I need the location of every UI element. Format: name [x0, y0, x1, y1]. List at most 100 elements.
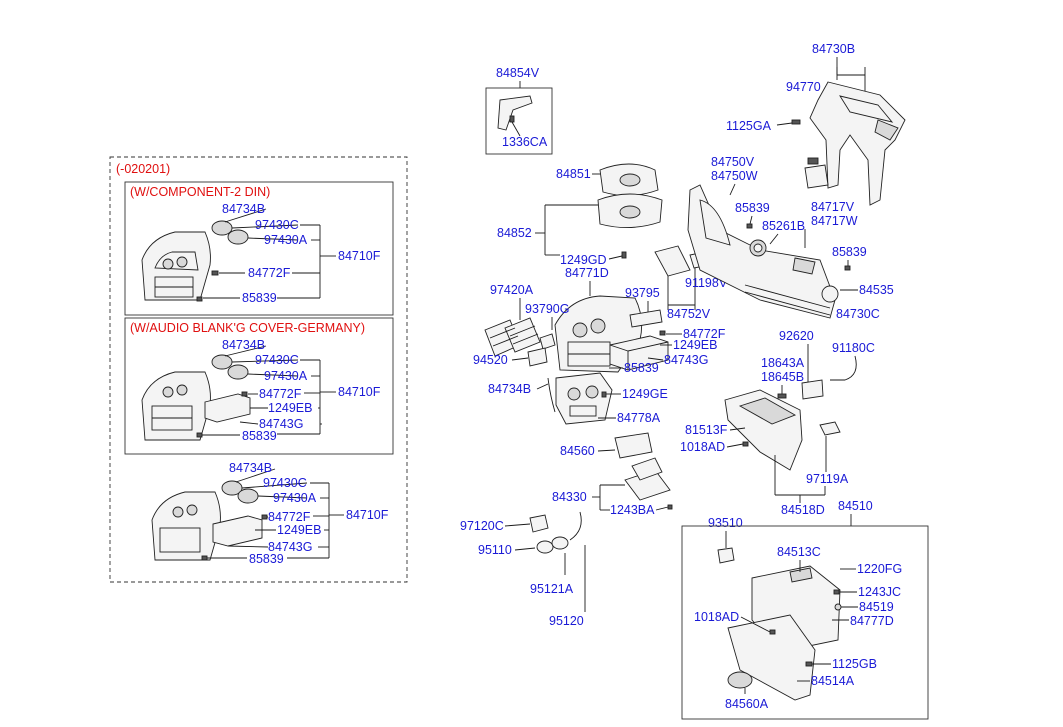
- cover-84752V-drawing: [654, 245, 691, 277]
- label-84510: 84510: [838, 499, 873, 513]
- label-84518D: 84518D: [781, 503, 825, 517]
- label-97420A: 97420A: [490, 283, 534, 297]
- label-84743G-b: 84743G: [259, 417, 303, 431]
- label-84717V: 84717V: [811, 200, 855, 214]
- label-84717W: 84717W: [811, 214, 858, 228]
- label-84710F-c: 84710F: [346, 508, 389, 522]
- label-84734B-main: 84734B: [488, 382, 531, 396]
- crash-pad-frame-drawing: [804, 81, 906, 206]
- label-1125GB: 1125GB: [832, 657, 877, 671]
- label-85839-right: 85839: [735, 201, 770, 215]
- label-1249EB-b: 1249EB: [268, 401, 312, 415]
- label-94520: 94520: [473, 353, 508, 367]
- hazard-switch-drawing: [527, 347, 548, 367]
- center-fascia-standard-drawing: [151, 480, 268, 561]
- label-1249GE: 1249GE: [622, 387, 668, 401]
- label-84743G-c: 84743G: [268, 540, 312, 554]
- label-97119A: 97119A: [806, 472, 849, 486]
- label-84772F-b: 84772F: [259, 387, 302, 401]
- trim-strip-drawing: [547, 377, 556, 413]
- label-84730C: 84730C: [836, 307, 880, 321]
- label-1336CA: 1336CA: [502, 135, 548, 149]
- label-97430C-a: 97430C: [255, 218, 299, 232]
- label-85839-main: 85839: [624, 361, 659, 375]
- label-84772F-a: 84772F: [248, 266, 291, 280]
- label-84777D: 84777D: [850, 614, 894, 628]
- label-84734B-b: 84734B: [222, 338, 265, 352]
- lamp-92620-drawing: [801, 379, 824, 400]
- label-92620: 92620: [779, 329, 814, 343]
- lower-panel-84518D-drawing: [724, 389, 841, 471]
- label-84851: 84851: [556, 167, 591, 181]
- audio-blank-germany-title: (W/AUDIO BLANK'G COVER-GERMANY): [130, 321, 365, 335]
- label-1243JC: 1243JC: [858, 585, 901, 599]
- label-84560A: 84560A: [725, 697, 769, 711]
- label-85839-b: 85839: [242, 429, 277, 443]
- label-1018AD-glove: 1018AD: [694, 610, 739, 624]
- component-2din-title: (W/COMPONENT-2 DIN): [130, 185, 270, 199]
- label-84330: 84330: [552, 490, 587, 504]
- switch-93510-drawing: [717, 547, 735, 564]
- label-84743G-main: 84743G: [664, 353, 708, 367]
- label-97430A-b: 97430A: [264, 369, 308, 383]
- label-84771D: 84771D: [565, 266, 609, 280]
- ashtray-84330-drawing: [624, 457, 671, 501]
- audio-unit-drawing: [609, 335, 669, 371]
- label-94770: 94770: [786, 80, 821, 94]
- panel-93795-drawing: [629, 309, 663, 328]
- bracket-84854V-drawing: [497, 95, 533, 131]
- glove-box-frame: [681, 525, 929, 720]
- label-97430A-c: 97430A: [273, 491, 317, 505]
- label-85261B: 85261B: [762, 219, 805, 233]
- label-1249GD: 1249GD: [560, 253, 607, 267]
- label-1125GA: 1125GA: [726, 119, 772, 133]
- center-fascia-germany-drawing: [141, 354, 251, 441]
- label-84778A: 84778A: [617, 411, 661, 425]
- label-93795: 93795: [625, 286, 660, 300]
- label-18643A: 18643A: [761, 356, 805, 370]
- bracket-box-84854V: [485, 87, 553, 155]
- socket-95110-drawing: [536, 511, 582, 554]
- label-97430C-c: 97430C: [263, 476, 307, 490]
- audio-blank-germany-box: [124, 317, 394, 455]
- bracket-84560-drawing: [614, 432, 653, 459]
- component-2din-box: [124, 181, 394, 316]
- label-84560: 84560: [560, 444, 595, 458]
- label-91180C: 91180C: [832, 341, 875, 355]
- label-84772F-main: 84772F: [683, 327, 726, 341]
- crash-pad-lower-drawing: [687, 184, 839, 319]
- switch-93790G-drawing: [539, 333, 556, 350]
- label-84519: 84519: [859, 600, 894, 614]
- label-91198V: 91198V: [685, 276, 728, 290]
- label-97430C-b: 97430C: [255, 353, 299, 367]
- label-84535: 84535: [859, 283, 894, 297]
- leaders-box1: [203, 208, 336, 299]
- label-18645B: 18645B: [761, 370, 804, 384]
- label-1249EB-c: 1249EB: [277, 523, 321, 537]
- label-84752V: 84752V: [667, 307, 711, 321]
- label-1249EB-main: 1249EB: [673, 338, 717, 352]
- label-84854V: 84854V: [496, 66, 540, 80]
- label-84514A: 84514A: [811, 674, 855, 688]
- label-84710F-b: 84710F: [338, 385, 381, 399]
- label-95120: 95120: [549, 614, 584, 628]
- label-84852: 84852: [497, 226, 532, 240]
- plug-97120C-drawing: [529, 514, 549, 533]
- leaders-box2: [202, 345, 336, 436]
- label-81513F: 81513F: [685, 423, 728, 437]
- center-fascia-2din-drawing: [141, 220, 249, 302]
- label-85839-c: 85839: [249, 552, 284, 566]
- label-84513C: 84513C: [777, 545, 821, 559]
- label-84734B-c: 84734B: [229, 461, 272, 475]
- label-1220FG: 1220FG: [857, 562, 902, 576]
- label-1243BA: 1243BA: [610, 503, 655, 517]
- lower-fascia-drawing: [555, 372, 613, 425]
- label-84710F-a: 84710F: [338, 249, 381, 263]
- label-84750W: 84750W: [711, 169, 758, 183]
- label-95121A: 95121A: [530, 582, 574, 596]
- label-84734B-a: 84734B: [222, 202, 265, 216]
- date-range-label: (-020201): [116, 162, 170, 176]
- side-air-vents-drawing: [484, 317, 541, 357]
- label-1018AD-mid: 1018AD: [680, 440, 725, 454]
